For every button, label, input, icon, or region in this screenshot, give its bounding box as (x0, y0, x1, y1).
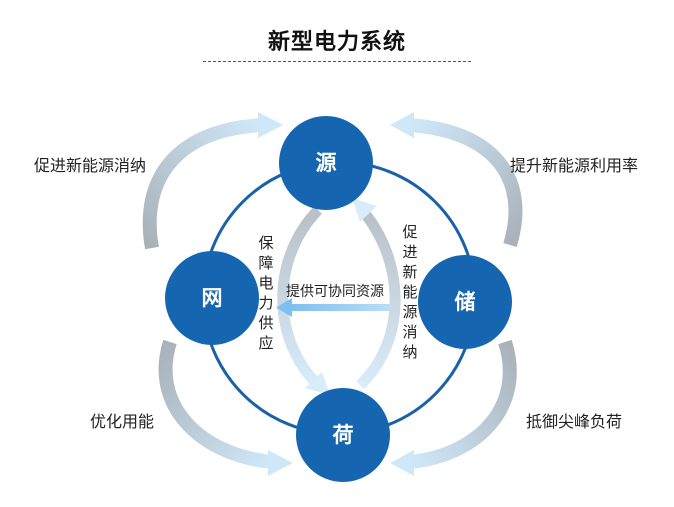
diagram-title: 新型电力系统 (267, 30, 406, 55)
label-bottom-right: 抵御尖峰负荷 (526, 412, 623, 431)
arrow-grid-to-load (158, 339, 293, 476)
title-divider (203, 61, 471, 62)
node-load-label: 荷 (332, 423, 354, 447)
arrow-storage-to-load (390, 339, 517, 476)
label-right-vertical: 促进新能源消纳 (402, 223, 418, 361)
node-grid-circle (165, 251, 259, 345)
node-grid-label: 网 (201, 286, 223, 310)
arrow-grid-to-source (142, 112, 283, 250)
label-center: 提供可协同资源 (286, 284, 384, 300)
label-top-left: 促进新能源消纳 (34, 156, 147, 175)
node-source-label: 源 (315, 151, 337, 175)
arrow-center-to-grid (276, 298, 390, 317)
node-source-circle (279, 116, 373, 210)
label-top-right: 提升新能源利用率 (510, 156, 639, 175)
arrow-source-to-load-inner (277, 206, 330, 395)
node-storage-circle (418, 255, 512, 349)
node-storage-label: 储 (454, 290, 476, 314)
node-load-circle (296, 388, 390, 482)
arrow-source-to-storage (390, 112, 523, 248)
label-left-vertical: 保障电力供应 (258, 234, 274, 352)
label-bottom-left: 优化用能 (90, 412, 155, 431)
arrow-load-to-source-inner (352, 198, 401, 390)
